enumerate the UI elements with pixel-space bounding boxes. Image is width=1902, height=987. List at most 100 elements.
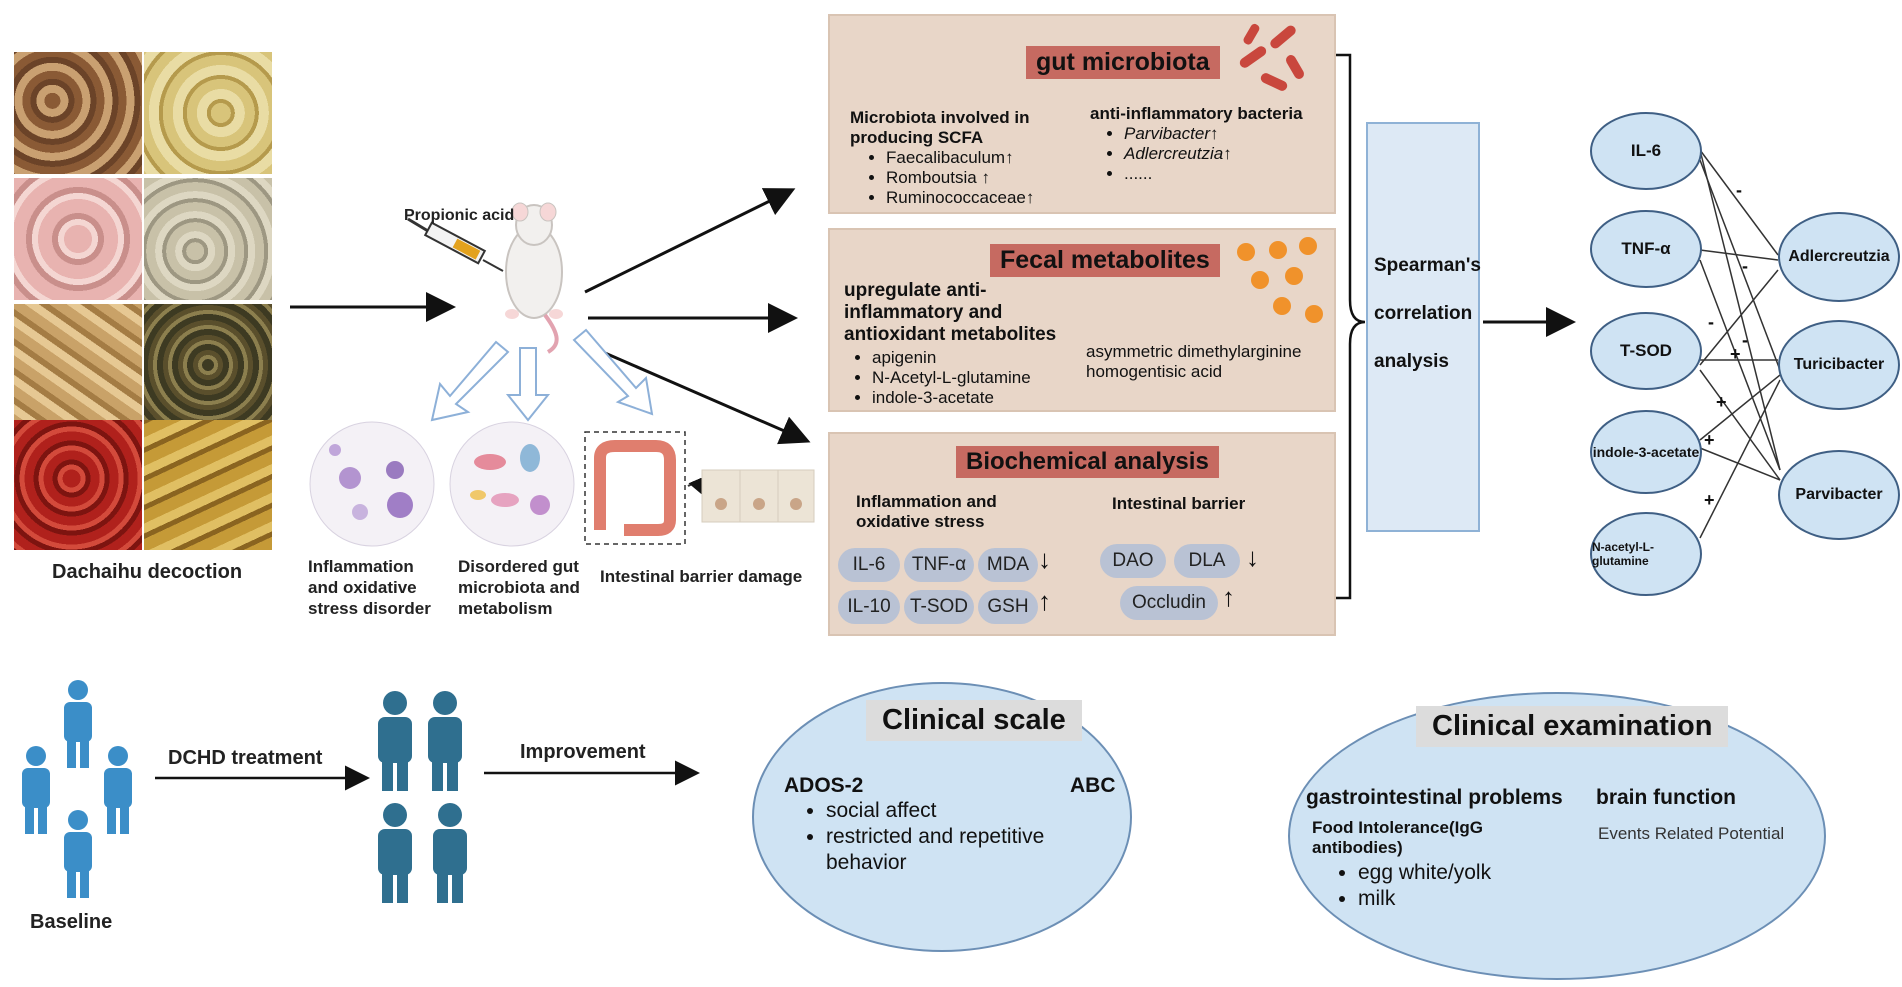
effect-microbiota-label: Disordered gut microbiota and metabolism bbox=[458, 557, 580, 618]
abc-label: ABC bbox=[1070, 774, 1116, 797]
node-il6: IL-6 bbox=[1590, 112, 1702, 190]
scfa-item: Ruminococcaceae↑ bbox=[886, 188, 1034, 208]
food-item: milk bbox=[1358, 886, 1491, 912]
syringe-icon bbox=[407, 217, 504, 272]
edge-sign: - bbox=[1742, 256, 1748, 276]
pill-dao: DAO bbox=[1100, 544, 1166, 578]
up-arrow-icon: ↑ bbox=[1038, 586, 1051, 616]
inflammation-cells-icon bbox=[309, 421, 435, 547]
ados-item: restricted and repetitive behavior bbox=[826, 824, 1116, 876]
node-tsod: T-SOD bbox=[1590, 312, 1702, 390]
edge-sign: - bbox=[1742, 330, 1748, 350]
clinical-scale-oval: Clinical scale ADOS-2 ABC social affect … bbox=[752, 682, 1132, 952]
baseline-label: Baseline bbox=[30, 911, 113, 933]
edge-sign: + bbox=[1704, 490, 1715, 510]
scfa-item: Romboutsia ↑ bbox=[886, 168, 1034, 188]
herb-photo-6 bbox=[144, 304, 272, 426]
propionic-acid-label: Propionic acid bbox=[404, 207, 515, 224]
food-list: egg white/yolk milk bbox=[1336, 860, 1491, 912]
herb-photo-3 bbox=[14, 178, 142, 300]
effect-arrows bbox=[430, 328, 654, 422]
fecal-metabolites-title: Fecal metabolites bbox=[990, 244, 1220, 277]
effect-barrier-label: Intestinal barrier damage bbox=[600, 567, 803, 586]
improved-people-icon bbox=[378, 691, 467, 903]
fecal-heading: upregulate anti-inflammatory and antioxi… bbox=[844, 280, 1057, 345]
dachaihu-label: Dachaihu decoction bbox=[52, 561, 243, 583]
node-turicibacter: Turicibacter bbox=[1778, 320, 1900, 410]
pill-mda: MDA bbox=[978, 548, 1038, 582]
node-tnf: TNF-α bbox=[1590, 210, 1702, 288]
anti-inflammatory-item: ...... bbox=[1124, 164, 1232, 184]
edge-sign: + bbox=[1730, 344, 1741, 364]
node-nacetyl: N-acetyl-L-glutamine bbox=[1590, 512, 1702, 596]
node-indole: indole-3-acetate bbox=[1590, 410, 1702, 494]
fecal-right-list: asymmetric dimethylarginine homogentisic… bbox=[1086, 342, 1301, 382]
scfa-list: Faecalibaculum↑ Romboutsia ↑ Ruminococca… bbox=[864, 148, 1034, 208]
effect-inflammation-label: Inflammation and oxidative stress disord… bbox=[308, 557, 431, 618]
treatment-label: DCHD treatment bbox=[168, 747, 323, 769]
herb-photo-4 bbox=[144, 178, 272, 300]
gut-microbiota-title: gut microbiota bbox=[1026, 46, 1220, 79]
herb-photo-2 bbox=[144, 52, 272, 174]
food-item: egg white/yolk bbox=[1358, 860, 1491, 886]
pill-dla: DLA bbox=[1174, 544, 1240, 578]
gi-label: gastrointestinal problems bbox=[1306, 786, 1563, 809]
ados-list: social affect restricted and repetitive … bbox=[804, 798, 1116, 876]
panels-bracket bbox=[1335, 53, 1366, 600]
clinical-exam-oval: Clinical examination gastrointestinal pr… bbox=[1288, 692, 1826, 980]
edge-sign: - bbox=[1708, 312, 1714, 332]
herb-photo-1 bbox=[14, 52, 142, 174]
food-intolerance-label: Food Intolerance(IgG antibodies) bbox=[1312, 818, 1483, 857]
brain-label: brain function bbox=[1596, 786, 1736, 809]
erp-label: Events Related Potential bbox=[1598, 824, 1785, 843]
pill-tsod: T-SOD bbox=[904, 590, 974, 624]
fecal-list: apigenin N-Acetyl-L-glutamine indole-3-a… bbox=[850, 348, 1031, 408]
gut-microbiota-icon bbox=[449, 421, 575, 547]
scfa-item: Faecalibaculum↑ bbox=[886, 148, 1034, 168]
edge-sign: + bbox=[1716, 392, 1727, 412]
ados-label: ADOS-2 bbox=[784, 774, 864, 797]
gut-microbiota-panel: gut microbiota Microbiota involved in pr… bbox=[828, 14, 1336, 214]
correlation-box: Spearman's correlation analysis bbox=[1366, 122, 1481, 532]
down-arrow-icon: ↓ bbox=[1246, 542, 1259, 572]
correlation-label: Spearman's correlation analysis bbox=[1374, 255, 1481, 372]
barrier-heading: Intestinal barrier bbox=[1112, 494, 1246, 513]
fecal-metabolites-panel: Fecal metabolites upregulate anti-inflam… bbox=[828, 228, 1336, 412]
pill-gsh: GSH bbox=[978, 590, 1038, 624]
anti-inflammatory-heading: anti-inflammatory bacteria bbox=[1090, 104, 1303, 123]
biochemical-panel: Biochemical analysis Inflammation and ox… bbox=[828, 432, 1336, 636]
network-edges bbox=[1699, 149, 1781, 539]
bacteria-icon bbox=[1239, 23, 1304, 91]
intestine-icon bbox=[584, 431, 815, 545]
fecal-item: N-Acetyl-L-glutamine bbox=[872, 368, 1031, 388]
improvement-label: Improvement bbox=[520, 741, 646, 763]
pill-occludin: Occludin bbox=[1120, 586, 1218, 620]
metabolite-dots-icon bbox=[1237, 237, 1323, 323]
clinical-scale-title: Clinical scale bbox=[866, 700, 1082, 741]
anti-inflammatory-item: Parvibacter↑ bbox=[1124, 124, 1232, 144]
clinical-exam-title: Clinical examination bbox=[1416, 706, 1729, 747]
edge-sign: + bbox=[1704, 430, 1715, 450]
mouse-icon bbox=[505, 202, 563, 354]
down-arrow-icon: ↓ bbox=[1038, 544, 1051, 574]
fecal-right-item: asymmetric dimethylarginine bbox=[1086, 342, 1302, 361]
pill-il6: IL-6 bbox=[838, 548, 900, 582]
baseline-people-icon bbox=[22, 680, 132, 898]
inflammation-heading: Inflammation and oxidative stress bbox=[856, 492, 997, 531]
node-parvibacter: Parvibacter bbox=[1778, 450, 1900, 540]
fecal-item: indole-3-acetate bbox=[872, 388, 1031, 408]
fecal-right-item: homogentisic acid bbox=[1086, 362, 1223, 381]
node-adlercreutzia: Adlercreutzia bbox=[1778, 212, 1900, 302]
biochemical-title: Biochemical analysis bbox=[956, 446, 1219, 478]
herb-photo-7 bbox=[14, 420, 142, 550]
pill-tnf: TNF-α bbox=[904, 548, 974, 582]
herb-photo-5 bbox=[14, 304, 142, 426]
anti-inflammatory-list: Parvibacter↑ Adlercreutzia↑ ...... bbox=[1102, 124, 1232, 184]
arrow-to-gut bbox=[584, 188, 796, 294]
herb-photo-8 bbox=[144, 420, 272, 550]
fecal-item: apigenin bbox=[872, 348, 1031, 368]
up-arrow-icon: ↑ bbox=[1222, 582, 1235, 612]
scfa-heading: Microbiota involved in producing SCFA bbox=[850, 108, 1030, 147]
pill-il10: IL-10 bbox=[838, 590, 900, 624]
